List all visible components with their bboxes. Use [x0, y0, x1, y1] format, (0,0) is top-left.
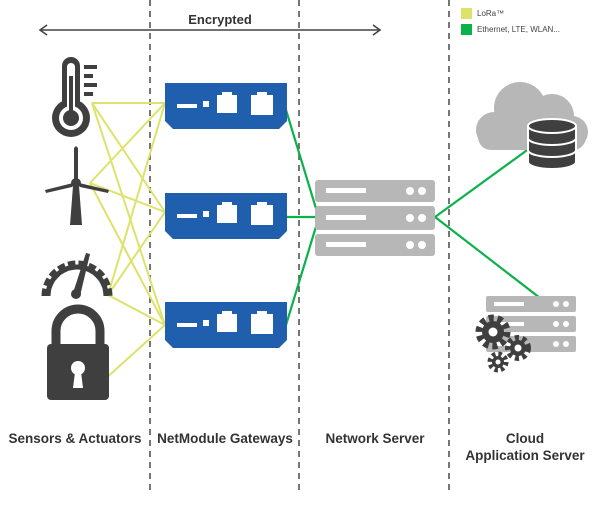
column-label-network-server: Network Server: [325, 431, 425, 446]
lora-links: [89, 102, 166, 381]
gateway-router-icon: [165, 83, 287, 129]
column-label-cloud-line1: Cloud: [505, 431, 545, 446]
legend-label-lora: LoRa™: [477, 9, 505, 18]
padlock-icon: [47, 304, 109, 400]
gateway-router-icon: [165, 302, 287, 348]
column-label-cloud-line2: Application Server: [465, 448, 585, 463]
gears-icon: [475, 314, 531, 373]
ip-links: [284, 109, 541, 326]
encrypted-label: Encrypted: [188, 12, 252, 27]
legend-label-ip: Ethernet, LTE, WLAN...: [477, 25, 560, 34]
wind-turbine-icon: [45, 146, 109, 225]
column-label-cloud: Cloud Application Server: [450, 430, 600, 464]
encrypted-arrow: [38, 24, 382, 36]
thermometer-icon: [52, 57, 97, 137]
database-icon: [527, 118, 577, 170]
legend-item-ip: Ethernet, LTE, WLAN...: [461, 24, 560, 35]
legend-swatch-ip: [461, 24, 472, 35]
legend-item-lora: LoRa™: [461, 8, 504, 19]
column-separators: [149, 0, 450, 495]
gauge-icon: [41, 253, 113, 299]
network-server-rack-icon: [315, 180, 435, 256]
column-label-gateways: NetModule Gateways: [157, 431, 293, 446]
gateway-router-icon: [165, 193, 287, 239]
column-label-sensors: Sensors & Actuators: [8, 431, 142, 446]
legend-swatch-lora: [461, 8, 472, 19]
